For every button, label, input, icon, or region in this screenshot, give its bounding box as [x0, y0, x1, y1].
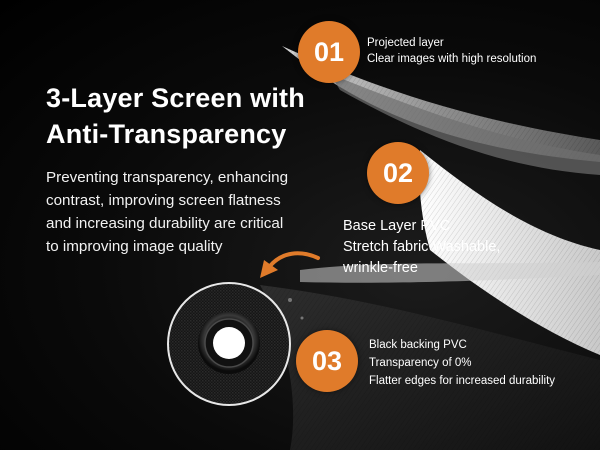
layer-1-title: Projected layer: [367, 37, 444, 49]
layer-3-badge: 03: [296, 330, 358, 392]
layer-2-info: Base Layer PVC Stretch fabric Washable, …: [343, 216, 500, 279]
headline-line-1: 3-Layer Screen with: [46, 83, 305, 113]
description-line-2: contrast, improving screen flatness: [46, 192, 281, 209]
layer-1-detail: Clear images with high resolution: [367, 53, 537, 65]
fabric-grommet-sample-icon: [167, 282, 291, 406]
layer-1-badge: 01: [298, 21, 360, 83]
curved-arrow-left-icon: [260, 251, 320, 278]
description-line-1: Preventing transparency, enhancing: [46, 169, 289, 186]
layer-1-info: Projected layer Clear images with high r…: [367, 35, 536, 67]
description: Preventing transparency, enhancing contr…: [46, 166, 331, 258]
layer-2-badge: 02: [367, 142, 429, 204]
layer-2-detail-1: Stretch fabric Washable,: [343, 239, 501, 255]
headline-line-2: Anti-Transparency: [46, 119, 287, 149]
layer-3-info: Black backing PVC Transparency of 0% Fla…: [369, 336, 555, 390]
layer-2-title: Base Layer PVC: [343, 218, 451, 234]
layer-3-title: Black backing PVC: [369, 339, 467, 351]
headline: 3-Layer Screen with Anti-Transparency: [46, 80, 305, 152]
layer-2-detail-2: wrinkle-free: [343, 260, 418, 276]
description-line-3: and increasing durability are critical: [46, 215, 284, 232]
layer-3-detail-1: Transparency of 0%: [369, 357, 472, 369]
description-line-4: to improving image quality: [46, 238, 223, 255]
layer-3-detail-2: Flatter edges for increased durability: [369, 375, 556, 387]
